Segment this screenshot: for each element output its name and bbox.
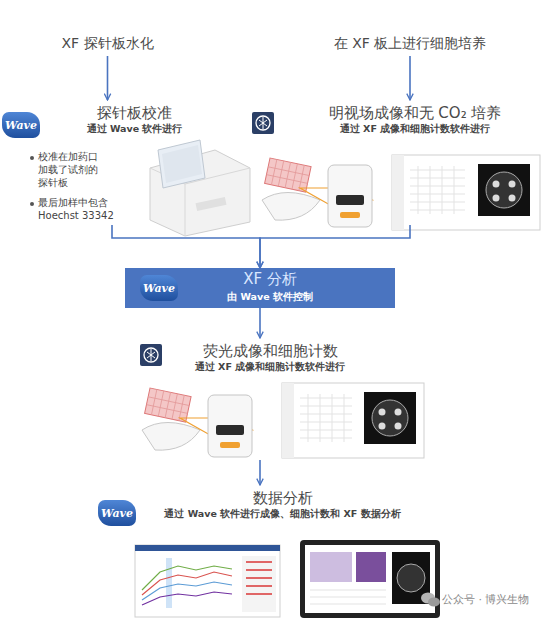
step-title: XF 探针板水化	[40, 35, 175, 53]
flow-arrow	[112, 225, 260, 268]
logo-text: Wave	[101, 507, 133, 520]
flow-arrow	[259, 460, 261, 485]
monitor-illustration	[300, 540, 440, 618]
imaging-icon	[140, 344, 162, 366]
software-logo: Wave	[98, 500, 136, 526]
bullet-text: 最后加样中包含 Hoechst 33342	[38, 196, 114, 222]
reader-illustration	[262, 158, 372, 227]
flow-arrow	[409, 56, 411, 100]
process-step: 探针板校准通过 Wave 软件进行校准在加药口加载了试剂的探针板最后加样中包含 …	[22, 100, 202, 225]
step-title: 明视场成像和无 CO₂ 培养	[290, 104, 540, 123]
step-label: XF 探针板水化	[40, 32, 175, 56]
step-title: XF 分析	[145, 270, 395, 289]
step-subtitle: 通过 XF 成像和细胞计数软件进行	[290, 123, 540, 135]
bullet-dot	[30, 202, 34, 206]
software-logo: Wave	[140, 275, 178, 301]
flow-arrow	[107, 56, 109, 100]
watermark: 公众号 · 博兴生物	[442, 592, 530, 607]
chart-screenshot	[135, 545, 280, 617]
logo-text: Wave	[143, 282, 175, 295]
analyzer-illustration	[150, 140, 250, 236]
software-screenshot	[282, 383, 424, 458]
step-title: 探针板校准	[67, 104, 202, 123]
step-subtitle: 通过 Wave 软件进行成像、细胞计数和 XF 数据分析	[135, 508, 430, 520]
bullet-dot	[30, 156, 34, 160]
process-step: 荧光成像和细胞计数通过 XF 成像和细胞计数软件进行	[135, 338, 385, 460]
step-title: 在 XF 板上进行细胞培养	[322, 35, 498, 53]
step-title: 数据分析	[135, 489, 430, 508]
bullet-text: 校准在加药口加载了试剂的探针板	[38, 150, 102, 189]
flow-arrow	[259, 308, 261, 338]
wechat-icon	[421, 593, 440, 607]
software-logo: Wave	[2, 112, 40, 138]
software-screenshot	[392, 155, 540, 230]
step-subtitle: 通过 XF 成像和细胞计数软件进行	[165, 361, 375, 373]
step-title: 荧光成像和细胞计数	[165, 342, 375, 361]
reader-illustration	[142, 388, 252, 457]
imaging-icon	[252, 112, 274, 134]
flow-arrow	[260, 225, 410, 268]
process-step: 数据分析通过 Wave 软件进行成像、细胞计数和 XF 数据分析	[95, 485, 435, 535]
step-label: 在 XF 板上进行细胞培养	[322, 32, 498, 56]
step-subtitle: 通过 Wave 软件进行	[67, 123, 202, 135]
process-step: 明视场成像和无 CO₂ 培养通过 XF 成像和细胞计数软件进行	[280, 100, 540, 225]
logo-text: Wave	[5, 119, 37, 132]
step-subtitle: 由 Wave 软件控制	[145, 291, 395, 303]
